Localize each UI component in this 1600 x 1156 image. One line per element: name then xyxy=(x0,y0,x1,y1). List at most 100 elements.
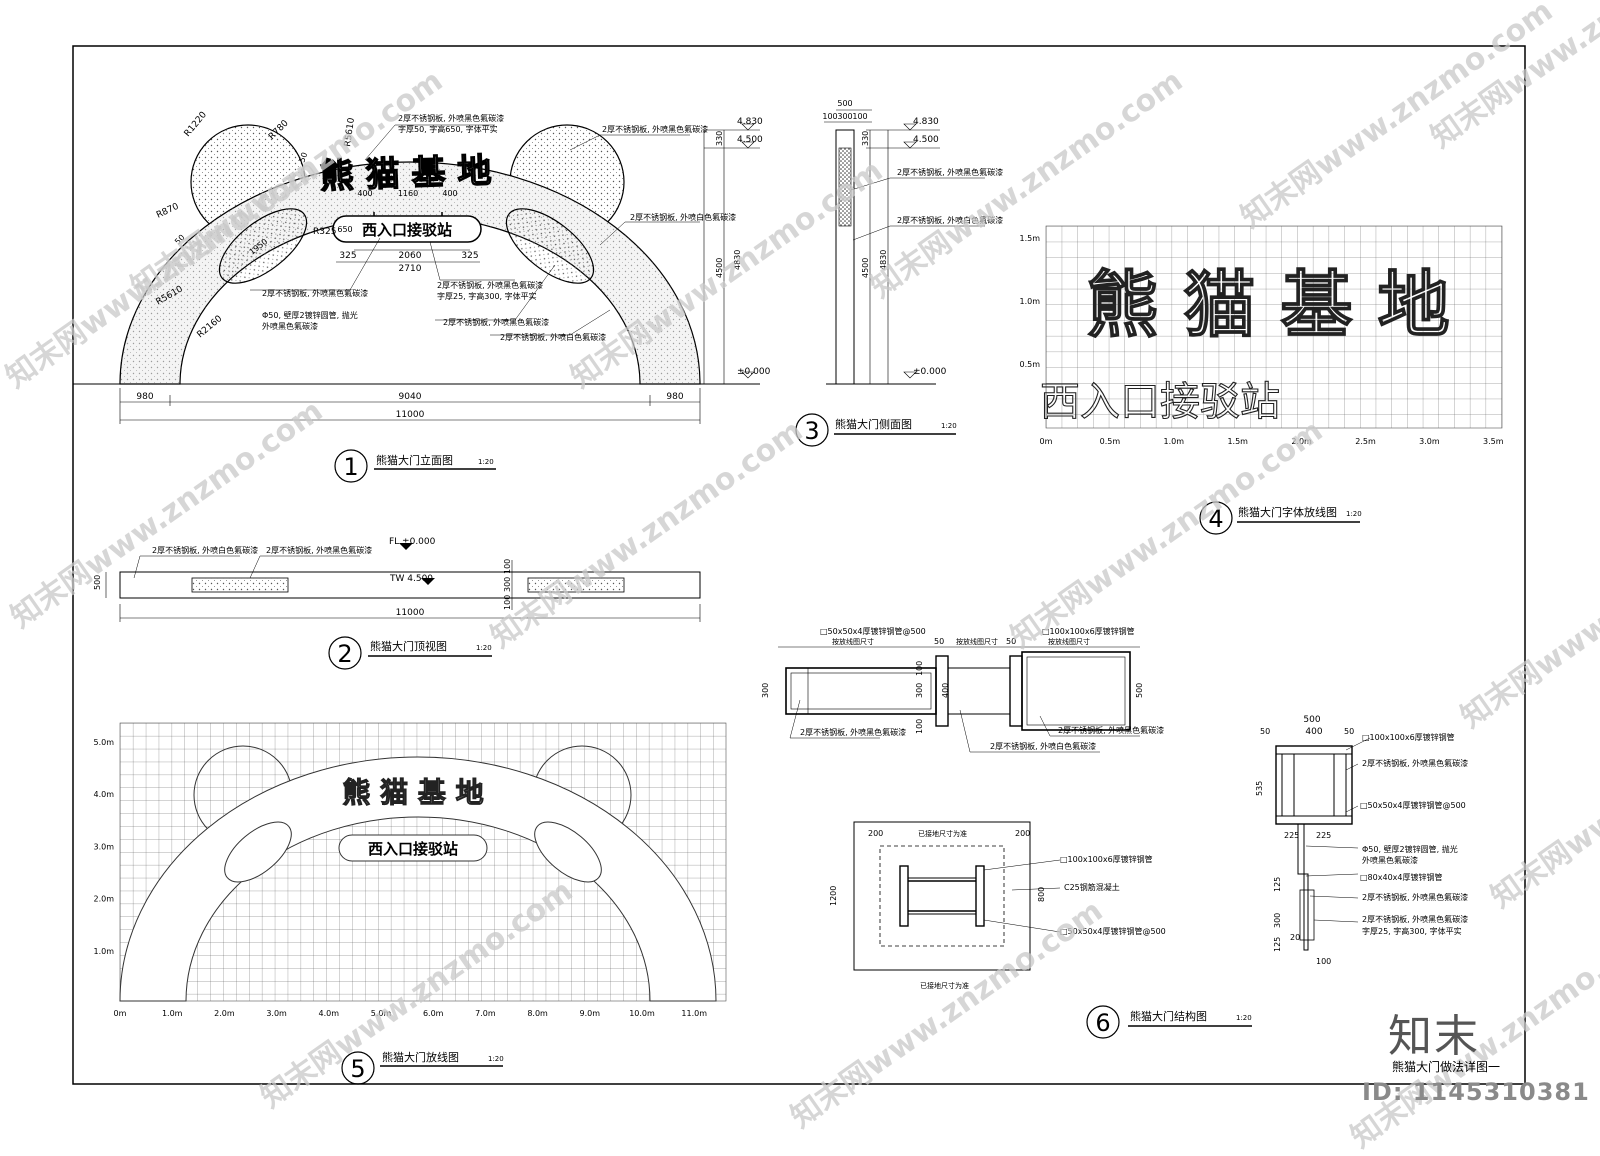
struct-dim-50-b: 50 xyxy=(1006,637,1016,646)
fnd-dim-200-b: 200 xyxy=(1015,829,1030,838)
layout-grid-y-tick-2: 3.0m xyxy=(93,842,114,851)
note-pipe: Φ50, 壁厚2镀锌圆管, 抛光 xyxy=(262,310,358,320)
layout-grid-x-tick-6: 6.0m xyxy=(423,1009,444,1018)
struct-note-lay-a: 按放线图尺寸 xyxy=(832,637,874,646)
sec-dim-50-a: 50 xyxy=(1260,727,1270,736)
sheet-frame xyxy=(72,45,1526,1085)
sec-note-pipe-finish: 外喷黑色氟碳漆 xyxy=(1362,855,1418,865)
top-panel-right xyxy=(527,577,625,593)
elevation-view: 熊 猫 基 地 西入口接驳站 980 9040 980 11000 2060 2… xyxy=(73,110,736,483)
dim-2060: 2060 xyxy=(399,251,422,261)
dim-100-right: 100 xyxy=(852,112,867,121)
right-eye xyxy=(505,208,595,284)
struct-dim-300-b: 300 xyxy=(915,683,924,698)
struct-beam-left xyxy=(785,667,937,715)
font-grid-y-tick-1: 1.0m xyxy=(1019,297,1040,306)
struct-note-white-a: 2厚不锈钢板, 外喷白色氟碳漆 xyxy=(990,741,1096,751)
side-sign-block xyxy=(838,147,852,227)
structure-view: □50x50x4厚镀锌钢管@500 按放线图尺寸 □100x100x6厚镀锌钢管… xyxy=(761,626,1468,1039)
sec-note-black-a: 2厚不锈钢板, 外喷黑色氟碳漆 xyxy=(1362,758,1468,768)
side-note-white: 2厚不锈钢板, 外喷白色氟碳漆 xyxy=(897,215,1003,225)
view-2-title: 熊猫大门顶视图 xyxy=(370,639,447,653)
font-grid xyxy=(1045,225,1503,429)
sec-dim-125-a: 125 xyxy=(1273,877,1282,892)
dim-400-right: 400 xyxy=(442,189,457,198)
font-grid-sub-text: 西入口接驳站 xyxy=(1040,379,1280,425)
struct-note-lay-c: 按放线图尺寸 xyxy=(1048,637,1090,646)
fnd-note-tube100: □100x100x6厚镀锌钢管 xyxy=(1060,854,1153,864)
dim-2710: 2710 xyxy=(399,264,422,274)
layout-grid-x-tick-10: 10.0m xyxy=(629,1009,655,1018)
sec-dim-500: 500 xyxy=(1303,715,1320,725)
sec-dim-50-b: 50 xyxy=(1344,727,1354,736)
top-dim-11000: 11000 xyxy=(396,608,425,618)
dim-500-side: 500 xyxy=(837,99,852,108)
layout-grid-x-tick-7: 7.0m xyxy=(475,1009,496,1018)
font-grid-main-text: 熊 猫 基 地 xyxy=(1086,263,1449,347)
top-dim-100-a: 100 xyxy=(503,559,512,574)
dim-4830-a: 4830 xyxy=(733,250,742,270)
note-sign-font: 字厚50, 字高650, 字体平实 xyxy=(398,124,498,134)
view-3-number: 3 xyxy=(804,417,819,445)
dim-325-right: 325 xyxy=(461,251,478,261)
view-4-scale: 1:20 xyxy=(1346,510,1362,518)
dim-980-right: 980 xyxy=(666,392,683,402)
top-note-black: 2厚不锈钢板, 外喷黑色氟碳漆 xyxy=(266,545,372,555)
level-4830-b: 4.830 xyxy=(913,117,939,127)
layout-grid-y-ticks: 5.0m4.0m3.0m2.0m1.0m xyxy=(93,738,114,956)
sec-note-tube50: □50x50x4厚镀锌钢管@500 xyxy=(1360,800,1466,810)
note-arch-base: 2厚不锈钢板, 外喷白色氟碳漆 xyxy=(500,332,606,342)
dim-400-left: 400 xyxy=(357,189,372,198)
side-view: 4.830 4.500 ±0.000 330 4500 4830 500 100… xyxy=(700,99,1003,447)
level-0-a: ±0.000 xyxy=(737,367,771,377)
radius-r870: R870 xyxy=(155,202,181,221)
top-dim-100-b: 100 xyxy=(503,595,512,610)
layout-grid-y-tick-3: 2.0m xyxy=(93,895,114,904)
sec-note-pipe: Φ50, 壁厚2镀锌圆管, 抛光 xyxy=(1362,844,1458,854)
sheet-title: 熊猫大门做法详图一 xyxy=(1392,1060,1501,1074)
sub-sign-text: 西入口接驳站 xyxy=(362,221,452,239)
dim-11000: 11000 xyxy=(396,410,425,420)
radius-r325: R325 xyxy=(313,227,336,237)
top-view: 2厚不锈钢板, 外喷白色氟碳漆 2厚不锈钢板, 外喷黑色氟碳漆 FL ±0.00… xyxy=(93,537,701,670)
struct-dim-100-a: 100 xyxy=(915,661,924,676)
view-4-title: 熊猫大门字体放线图 xyxy=(1238,505,1337,519)
view-5-circle xyxy=(341,1051,375,1085)
top-dim-500: 500 xyxy=(93,575,102,590)
view-5-title: 熊猫大门放线图 xyxy=(382,1050,459,1064)
note-eye-material: 2厚不锈钢板, 外喷黑色氟碳漆 xyxy=(262,288,368,298)
dim-9040: 9040 xyxy=(399,392,422,402)
fnd-note-tube50: □50x50x4厚镀锌钢管@500 xyxy=(1060,926,1166,936)
view-3-title: 熊猫大门侧面图 xyxy=(835,417,912,431)
note-ear-material: 2厚不锈钢板, 外喷黑色氟碳漆 xyxy=(602,124,708,134)
view-6-number: 6 xyxy=(1095,1009,1110,1037)
font-grid-y-tick-2: 0.5m xyxy=(1019,360,1040,369)
radius-r1220: R1220 xyxy=(183,110,210,139)
dim-330-a: 330 xyxy=(715,131,724,146)
view-1-title: 熊猫大门立面图 xyxy=(376,453,453,467)
note-plaque-material: 2厚不锈钢板, 外喷黑色氟碳漆 xyxy=(437,280,543,290)
layout-grid-y-tick-0: 5.0m xyxy=(93,738,114,747)
view-1-circle xyxy=(334,449,368,483)
dim-4830-b: 4830 xyxy=(879,250,888,270)
dim-4500-b: 4500 xyxy=(861,258,870,278)
note-sign-material: 2厚不锈钢板, 外喷黑色氟碳漆 xyxy=(398,113,504,123)
fnd-pit-top: 已接地尺寸为准 xyxy=(918,829,967,838)
font-grid-x-tick-1: 0.5m xyxy=(1100,437,1121,446)
level-4500-b: 4.500 xyxy=(913,135,939,145)
font-grid-x-tick-7: 3.5m xyxy=(1483,437,1504,446)
side-note-black: 2厚不锈钢板, 外喷黑色氟碳漆 xyxy=(897,167,1003,177)
view-2-circle xyxy=(328,636,362,670)
note-plaque-font: 字厚25, 字高300, 字体平实 xyxy=(437,291,537,301)
layout-grid-x-tick-1: 1.0m xyxy=(162,1009,183,1018)
layout-grid-x-tick-9: 9.0m xyxy=(580,1009,601,1018)
struct-beam-right xyxy=(1021,651,1131,731)
dim-1160: 1160 xyxy=(398,189,418,198)
drawing-sheet: 熊 猫 基 地 西入口接驳站 980 9040 980 11000 2060 2… xyxy=(72,45,1526,1085)
dim-50-top: 50 xyxy=(297,151,309,164)
struct-note-lay-b: 按放线图尺寸 xyxy=(956,637,998,646)
layout-grid-y-tick-1: 4.0m xyxy=(93,790,114,799)
view-6-circle xyxy=(1086,1005,1120,1039)
